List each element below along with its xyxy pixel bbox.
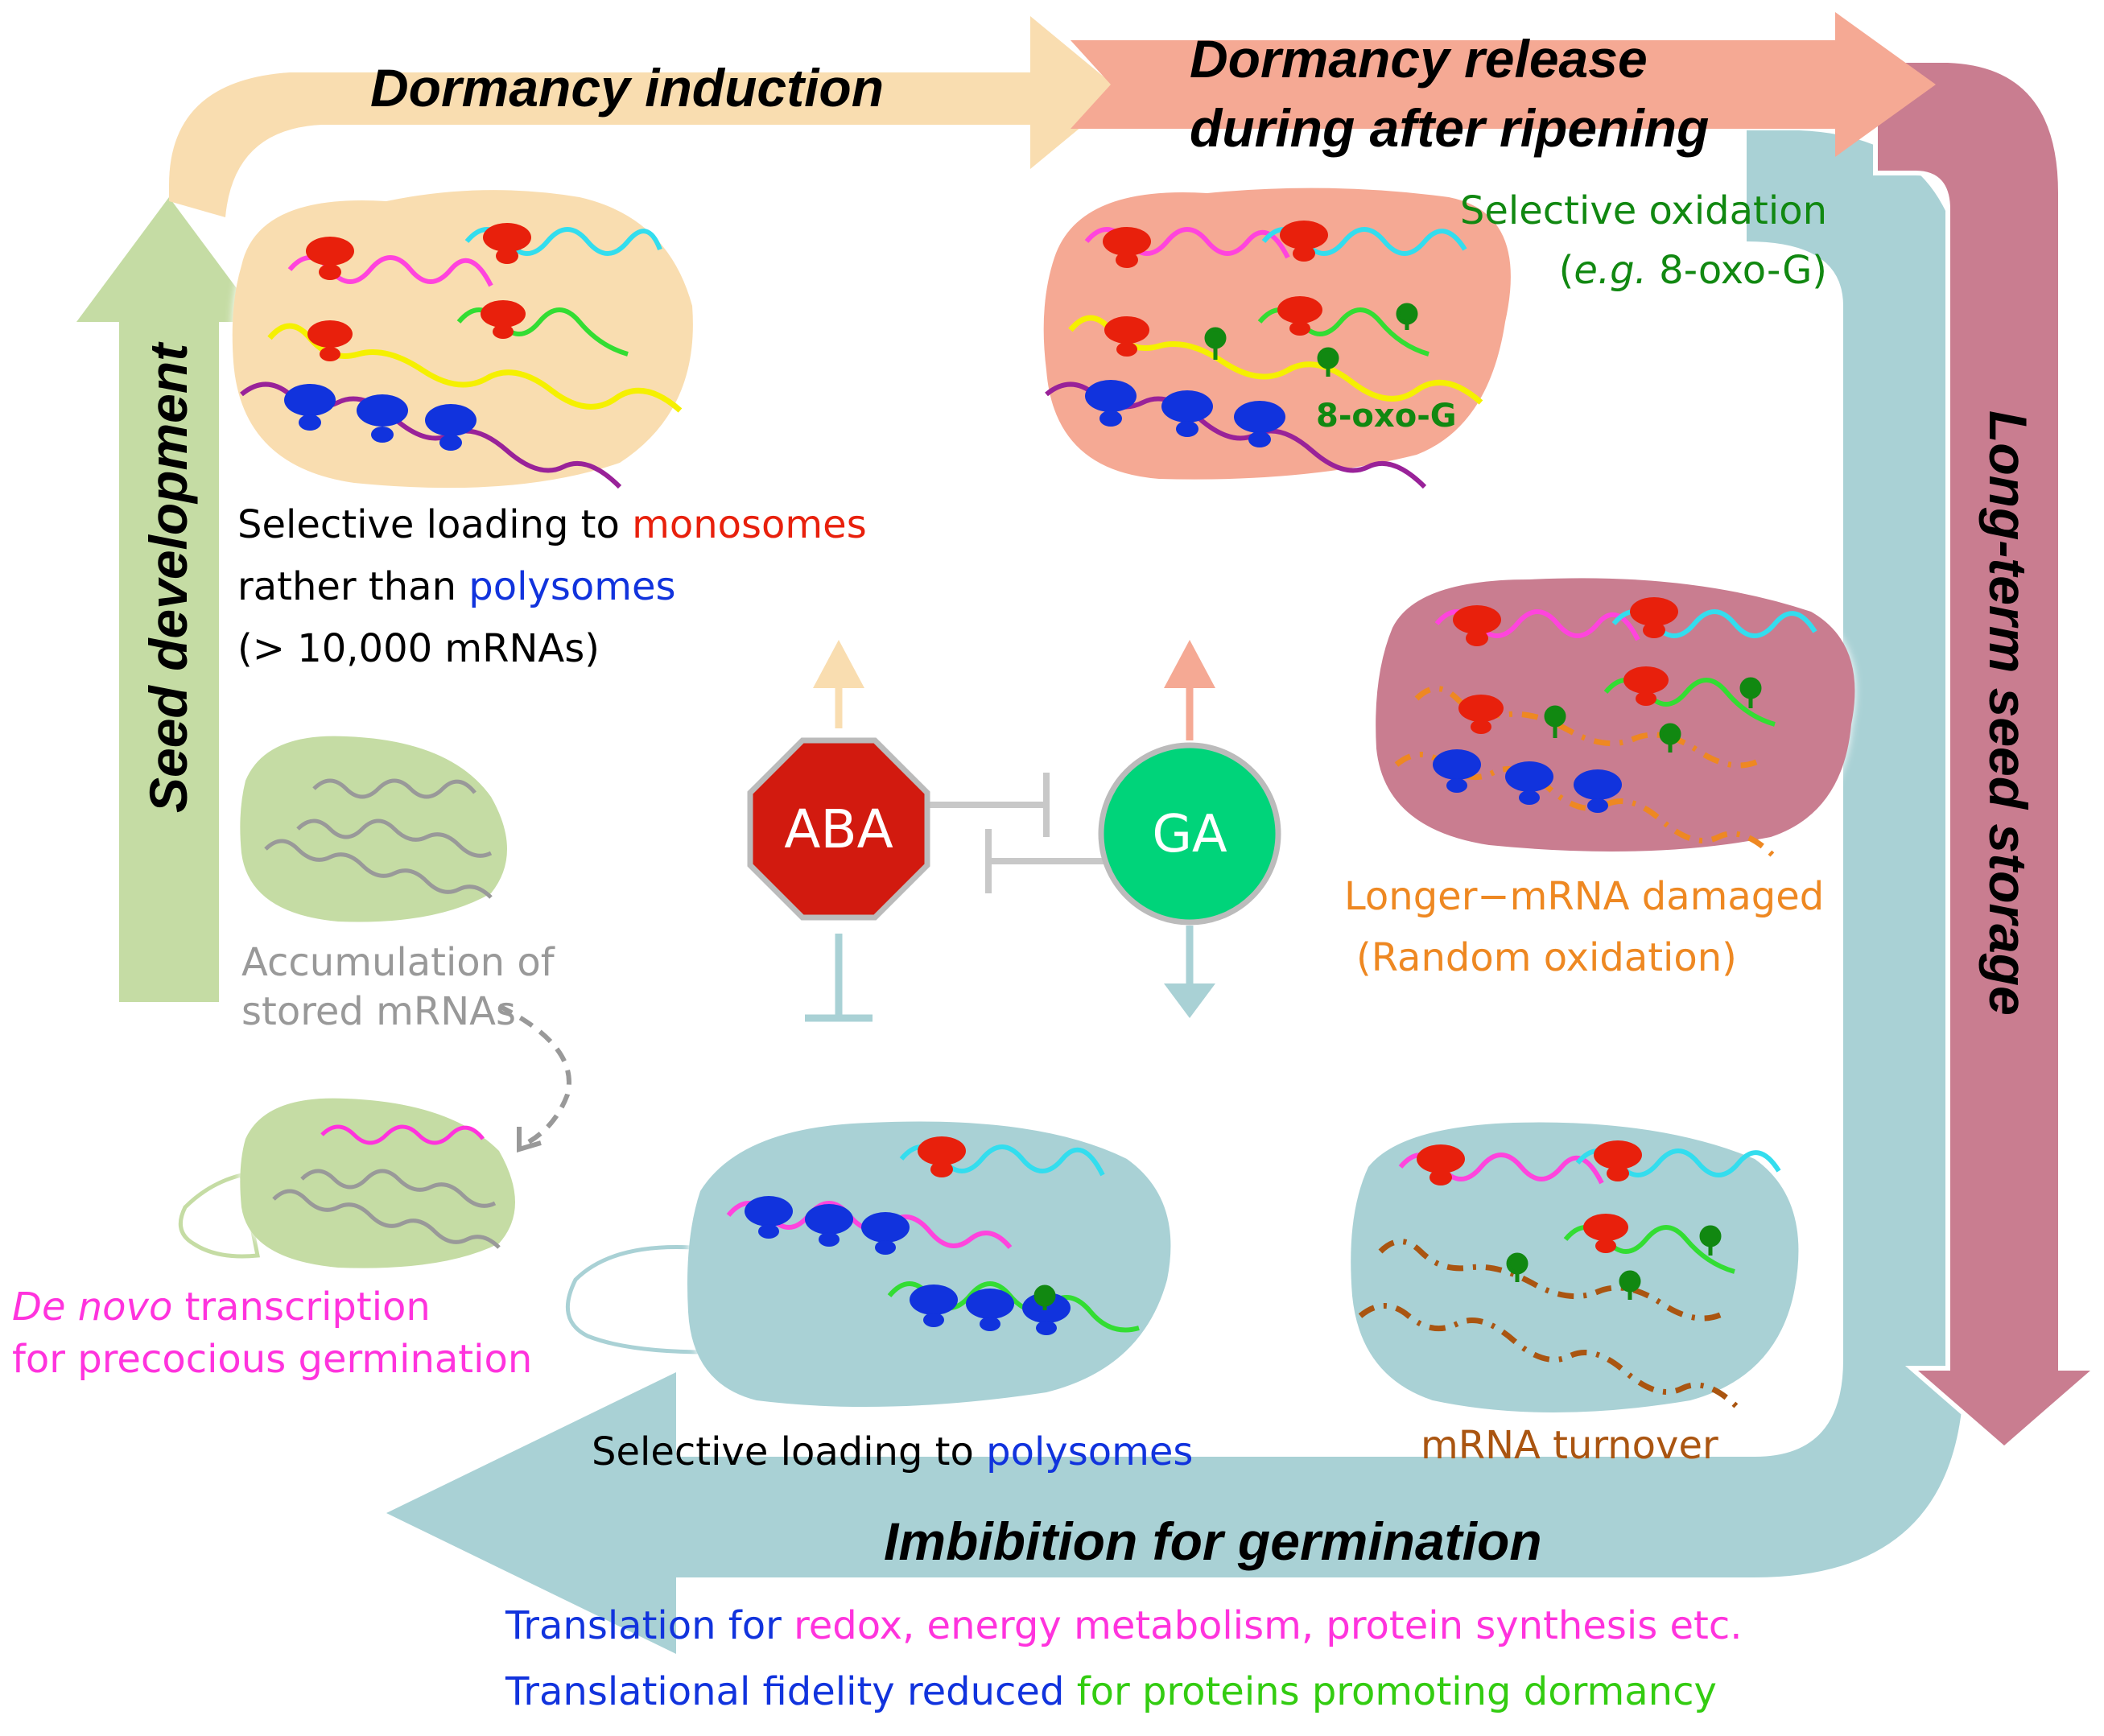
seed-mrna-turnover bbox=[1351, 1122, 1799, 1412]
longer-mrna-line1: Longer−mRNA damaged bbox=[1344, 874, 1824, 919]
monosome-loading-line1: Selective loading to monosomes bbox=[237, 502, 867, 547]
seed-stored-mrnas bbox=[240, 736, 507, 922]
seed-dormancy-release bbox=[1043, 188, 1511, 489]
polysome-group bbox=[1085, 380, 1285, 447]
monosome-group bbox=[306, 223, 531, 361]
seed-long-term-storage bbox=[1376, 578, 1855, 860]
seed-development-label: Seed development bbox=[138, 341, 198, 813]
mrna-strand-turnover bbox=[1378, 1239, 1728, 1322]
mrna-turnover-label: mRNA turnover bbox=[1421, 1423, 1718, 1468]
imbibition-label: Imbibition for germination bbox=[884, 1511, 1542, 1571]
mrna-strand bbox=[267, 323, 683, 413]
dormancy-induction-label: Dormancy induction bbox=[370, 58, 884, 118]
ga-promotes-release-arrow bbox=[1164, 640, 1215, 688]
monosome-group bbox=[1103, 221, 1328, 357]
translation-line: Translation for redox, energy metabolism… bbox=[505, 1603, 1742, 1648]
mrna-strand-damaged bbox=[1394, 752, 1777, 860]
stored-mrna-strands bbox=[264, 778, 493, 899]
oxidation-markers bbox=[1544, 677, 1762, 753]
monosome-group bbox=[918, 1136, 966, 1177]
polysome-group bbox=[1433, 749, 1622, 813]
dormancy-release-arrow bbox=[1071, 12, 1936, 157]
polysome-loading-label: Selective loading to polysomes bbox=[592, 1429, 1193, 1474]
polysome-group bbox=[284, 384, 476, 451]
imbibition-arrow bbox=[386, 130, 1964, 1654]
long-term-storage-label: Long-term seed storage bbox=[1978, 410, 2038, 1016]
accumulation-line2: stored mRNAs bbox=[241, 989, 516, 1034]
oxidation-markers bbox=[1204, 303, 1418, 377]
stored-to-denovo-arrow bbox=[497, 1004, 571, 1153]
monosome-group bbox=[1453, 597, 1678, 734]
seed-dormancy-induction bbox=[232, 190, 693, 489]
ga-circle bbox=[1098, 742, 1281, 926]
mrna-strand-turnover bbox=[1358, 1303, 1741, 1411]
accumulation-line1: Accumulation of bbox=[241, 940, 555, 985]
monosome-loading-line2: rather than polysomes bbox=[237, 564, 676, 609]
aba-promotes-induction-arrow bbox=[813, 640, 864, 688]
monosome-loading-line3: (> 10,000 mRNAs) bbox=[237, 626, 600, 671]
long-term-storage-arrow bbox=[1873, 58, 2104, 1452]
aba-octagon bbox=[747, 737, 930, 921]
eight-oxo-g-label: 8-oxo-G bbox=[1316, 398, 1457, 435]
radicle bbox=[178, 1172, 260, 1259]
ga-promotes-germination-arrow bbox=[1164, 983, 1215, 1018]
dormancy-release-label-line1: Dormancy release bbox=[1190, 29, 1648, 89]
seed-de-novo-transcription bbox=[178, 1098, 515, 1268]
hormone-regulation: ABA GA bbox=[747, 640, 1281, 1022]
seed-development-arrow bbox=[76, 197, 262, 1002]
oxidation-markers bbox=[1033, 1284, 1056, 1310]
fidelity-line: Translational fidelity reduced for prote… bbox=[505, 1669, 1717, 1714]
stored-mrna-strands bbox=[272, 1169, 501, 1249]
dormancy-release-label-line2: during after ripening bbox=[1190, 98, 1709, 158]
radicle bbox=[565, 1245, 711, 1355]
mrna-strand-damaged bbox=[1414, 686, 1764, 769]
de-novo-line1: De novo transcription bbox=[12, 1284, 431, 1330]
seed-imbibition-polysomes bbox=[565, 1121, 1171, 1407]
monosome-group bbox=[1417, 1140, 1642, 1253]
polysome-group bbox=[745, 1196, 1071, 1335]
dormancy-induction-arrow bbox=[169, 16, 1123, 217]
oxidation-markers bbox=[1506, 1225, 1722, 1300]
de-novo-line2: for precocious germination bbox=[12, 1337, 532, 1382]
selective-oxidation-line2: (e.g. 8-oxo-G) bbox=[1559, 248, 1827, 293]
aba-label: ABA bbox=[784, 798, 893, 860]
selective-oxidation-line1: Selective oxidation bbox=[1460, 188, 1827, 233]
de-novo-mrna bbox=[320, 1124, 485, 1145]
ga-label: GA bbox=[1152, 805, 1227, 864]
longer-mrna-line2: (Random oxidation) bbox=[1356, 935, 1737, 980]
